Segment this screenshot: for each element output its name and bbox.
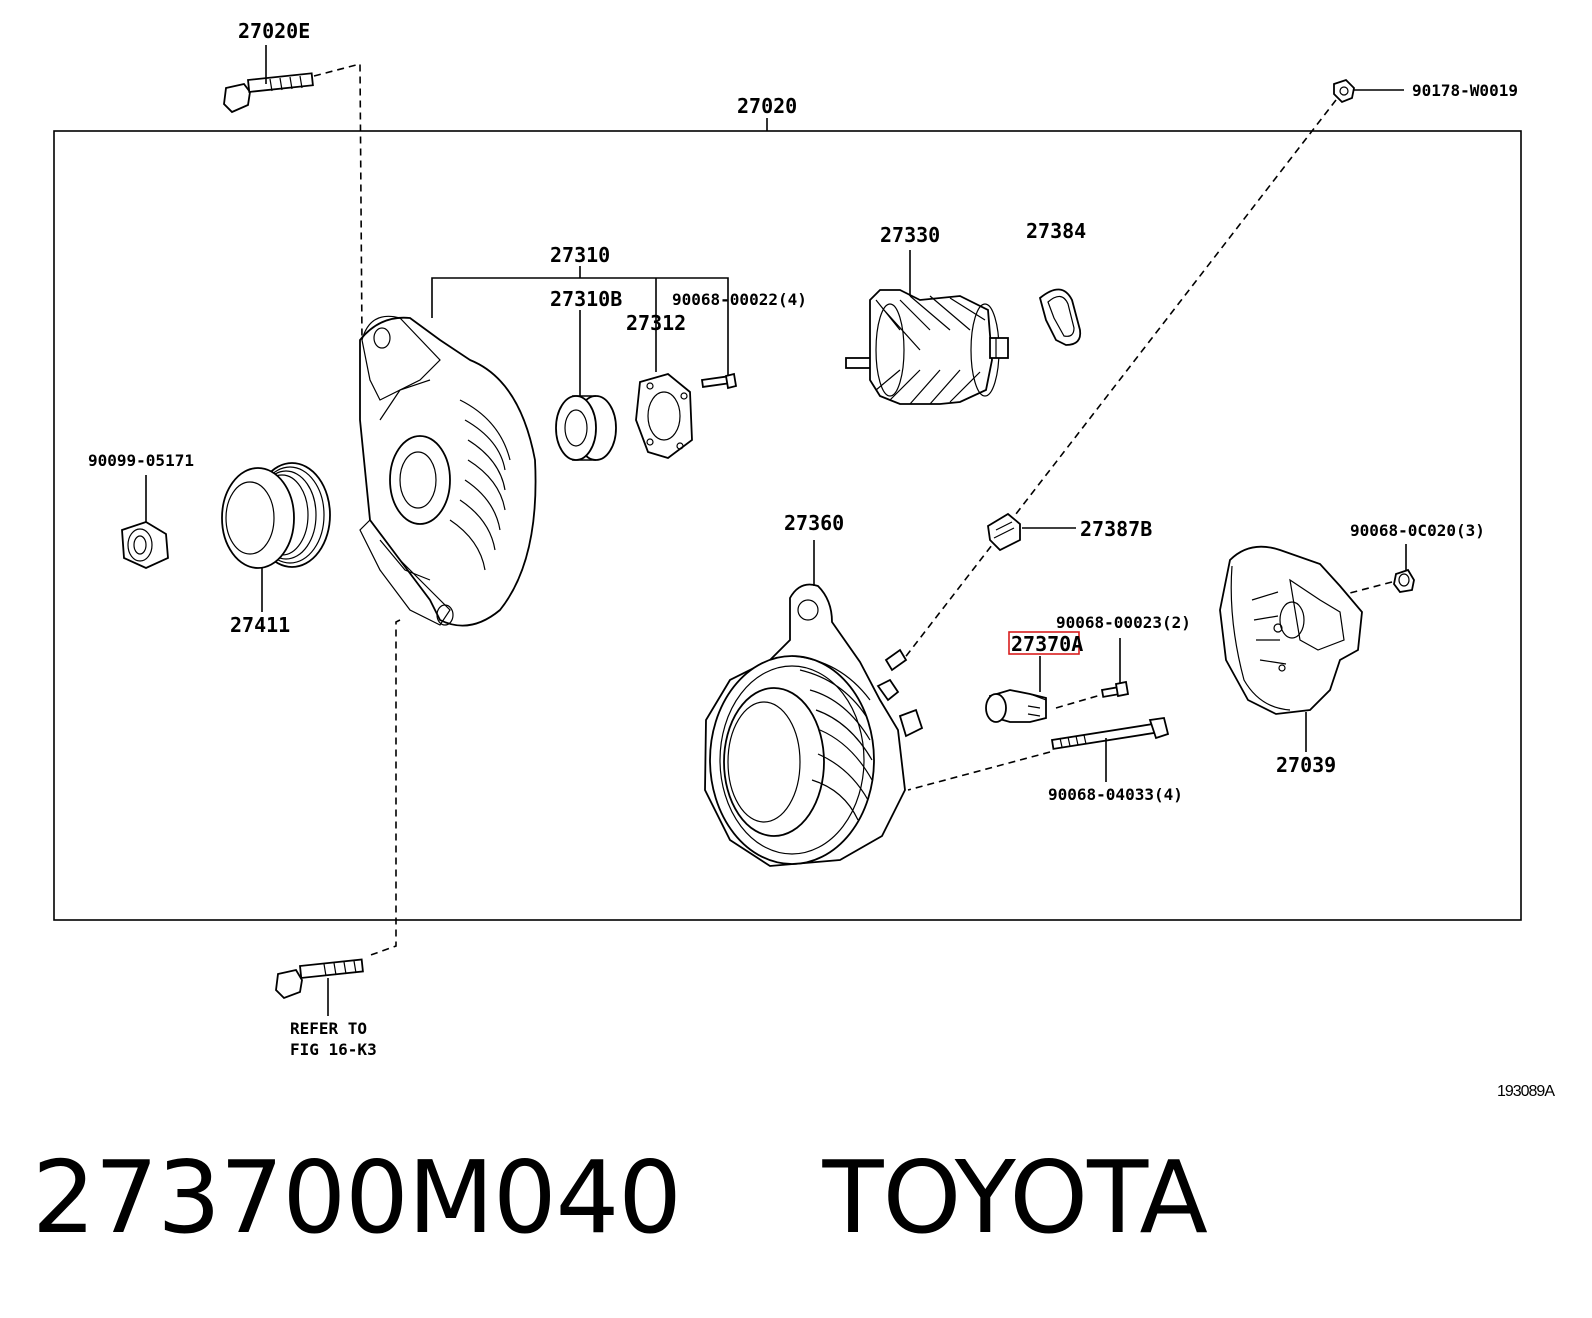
bearing-drawing (555, 395, 617, 461)
label-27020e: 27020E (238, 19, 310, 43)
label-27360: 27360 (784, 511, 844, 535)
label-27020: 27020 (737, 94, 797, 118)
label-27310b: 27310B (550, 287, 622, 311)
label-27370[interactable]: 27370A (1011, 632, 1083, 656)
label-27039: 27039 (1276, 753, 1336, 777)
part-number: 273700M040 (32, 1139, 682, 1256)
bolt-top-dash (313, 62, 363, 343)
label-90068-04033: 90068-04033(4) (1048, 785, 1183, 804)
rectifier-end-frame-drawing (704, 583, 924, 867)
retainer-drawing (635, 373, 693, 459)
label-90068-00023: 90068-00023(2) (1056, 613, 1191, 632)
label-27384: 27384 (1026, 219, 1086, 243)
reference-code: 193089A (1496, 1083, 1555, 1100)
highlight-box (1008, 631, 1080, 655)
through-bolt-drawing (1050, 716, 1170, 750)
pulley-drawing (221, 462, 331, 569)
label-27310: 27310 (550, 243, 610, 267)
refer-line-1: REFER TO (290, 1019, 367, 1038)
screw-00023-drawing (1100, 680, 1130, 698)
brush-holder-drawing (985, 689, 1047, 723)
label-27387b: 27387B (1080, 517, 1152, 541)
cover-nut-dash (1345, 581, 1393, 595)
bolt-bottom-dash (367, 619, 401, 957)
label-90099-05171: 90099-05171 (88, 451, 194, 470)
screw-00022-drawing (700, 372, 738, 390)
label-90068-0c020: 90068-0C020(3) (1350, 521, 1485, 540)
bolt-27020e-drawing (223, 72, 314, 114)
rotor-drawing (845, 289, 1009, 405)
through-bolt-dash (907, 751, 1051, 791)
pulley-nut-drawing (121, 521, 169, 569)
drive-frame-drawing (359, 315, 537, 627)
label-90068-00022: 90068-00022(4) (672, 290, 807, 309)
label-27330: 27330 (880, 223, 940, 247)
label-27411: 27411 (230, 613, 290, 637)
terminal-dash (899, 99, 1337, 665)
cover-nut-drawing (1393, 568, 1415, 593)
refer-line-2: FIG 16-K3 (290, 1040, 377, 1059)
label-90178-w0019: 90178-W0019 (1412, 81, 1518, 100)
terminal-nut-drawing (1333, 78, 1355, 104)
insulator-drawing (987, 512, 1021, 552)
bolt-bottom-drawing (275, 958, 364, 1000)
rear-cover-drawing (1219, 545, 1363, 715)
label-27312: 27312 (626, 311, 686, 335)
brand-name: TOYOTA (822, 1139, 1207, 1256)
part-caption: 273700M040 TOYOTA (32, 1139, 1208, 1256)
assembly-frame (53, 130, 1522, 921)
bearing-cover-drawing (1038, 288, 1082, 346)
brush-dash (1055, 693, 1105, 709)
